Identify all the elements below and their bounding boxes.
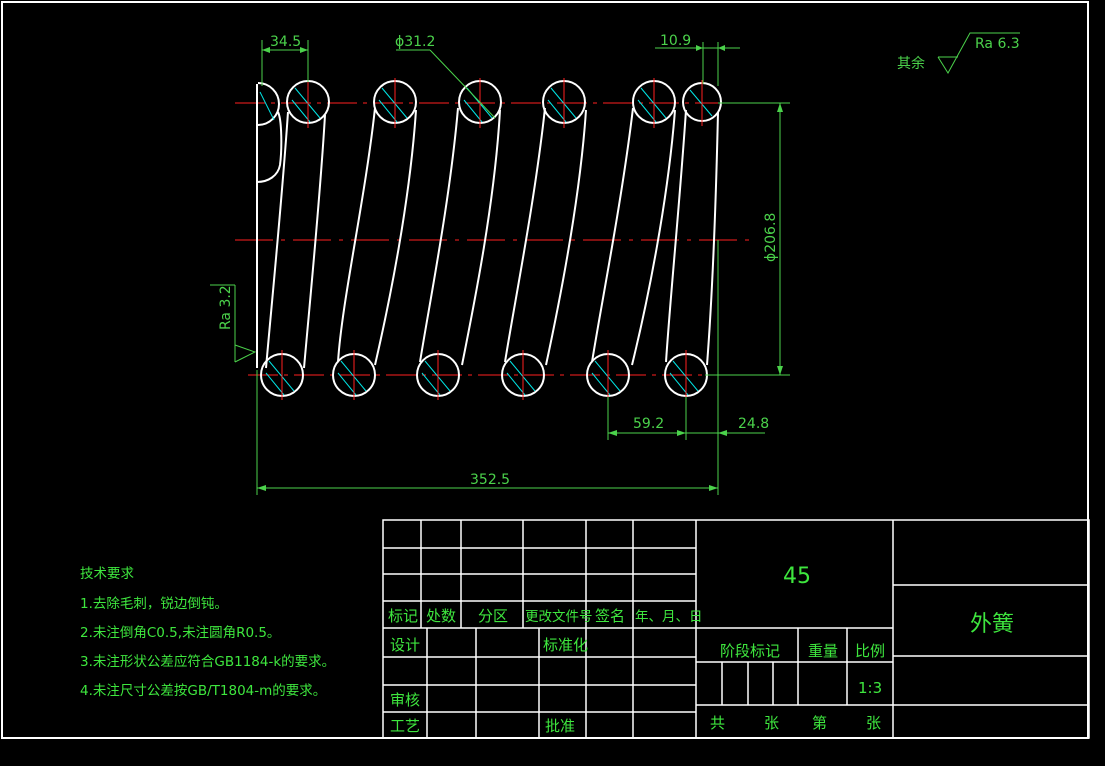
coil-segment	[419, 107, 459, 363]
rev-header-count: 处数	[426, 607, 456, 625]
material: 45	[783, 564, 811, 589]
surface-finish-end: Ra 3.2	[218, 285, 234, 330]
coil-segment	[504, 107, 546, 363]
label-sheet-no: 第	[812, 714, 827, 732]
label-sheet-unit: 张	[866, 714, 881, 732]
requirements-title: 技术要求	[80, 566, 134, 582]
dim-pitch-end: 34.5	[270, 34, 301, 50]
end-coil-left	[256, 84, 283, 184]
coil-bodies	[256, 84, 719, 369]
dimension-texts: 34.5 ϕ31.2 10.9 ϕ206.8 59.2 24.8 352.5 R…	[218, 33, 1020, 488]
technical-requirements: 技术要求 1.去除毛刺，锐边倒钝。 2.未注倒角C0.5,未注圆角R0.5。 3…	[80, 566, 335, 699]
title-block-texts: 标记 处数 分区 更改文件号 签名 年、月、日 设计 标准化 审核 工艺 批准 …	[388, 564, 1014, 735]
dim-pitch: 59.2	[633, 416, 664, 432]
spring-view	[235, 78, 752, 400]
label-sheet-total: 共	[710, 714, 725, 732]
coil-segment	[461, 109, 501, 366]
rev-header-mark: 标记	[388, 607, 418, 625]
coil-segment	[303, 114, 326, 369]
dim-end-gap: 10.9	[660, 33, 691, 49]
coil-segment	[591, 107, 634, 363]
dim-wire-diameter: ϕ31.2	[395, 34, 435, 50]
rev-header-zone: 分区	[478, 607, 508, 625]
coil-segment	[374, 109, 417, 366]
dim-total-length: 352.5	[470, 472, 510, 488]
label-approve: 批准	[545, 717, 575, 735]
scale-value: 1:3	[858, 679, 882, 697]
requirement-item: 1.去除毛刺，锐边倒钝。	[80, 596, 228, 612]
label-design: 设计	[390, 636, 420, 654]
rev-header-date: 年、月、日	[635, 609, 703, 625]
section-center-marks	[281, 78, 703, 400]
rev-header-doc: 更改文件号	[525, 609, 593, 625]
rev-header-sign: 签名	[595, 607, 625, 625]
dimension-lines	[210, 32, 1020, 495]
coil-segment	[545, 109, 587, 366]
requirement-item: 2.未注倒角C0.5,未注圆角R0.5。	[80, 625, 280, 641]
label-standardize: 标准化	[543, 636, 588, 654]
label-stage-mark: 阶段标记	[720, 642, 780, 660]
wire-section	[257, 82, 280, 126]
dimension-arrows	[257, 45, 783, 491]
part-name: 外簧	[970, 612, 1014, 637]
label-review: 审核	[390, 691, 420, 709]
label-weight: 重量	[808, 642, 838, 660]
label-scale: 比例	[855, 642, 885, 660]
wire-sections	[257, 80, 722, 397]
title-block-grid	[382, 519, 1090, 739]
requirement-item: 3.未注形状公差应符合GB1184-k的要求。	[80, 653, 335, 670]
coil-segment	[265, 111, 289, 369]
coil-segment	[706, 111, 719, 366]
surface-finish-general-prefix: 其余	[897, 55, 925, 72]
label-sheet-unit: 张	[764, 714, 779, 732]
dim-end-offset: 24.8	[738, 416, 769, 432]
requirement-item: 4.未注尺寸公差按GB/T1804-m的要求。	[80, 683, 326, 699]
surface-finish-general: Ra 6.3	[975, 36, 1020, 52]
coil-segment	[665, 109, 687, 363]
label-process: 工艺	[390, 717, 420, 735]
coil-segment	[631, 109, 676, 366]
dim-outer-diameter: ϕ206.8	[763, 213, 779, 262]
coil-segment	[337, 107, 376, 363]
